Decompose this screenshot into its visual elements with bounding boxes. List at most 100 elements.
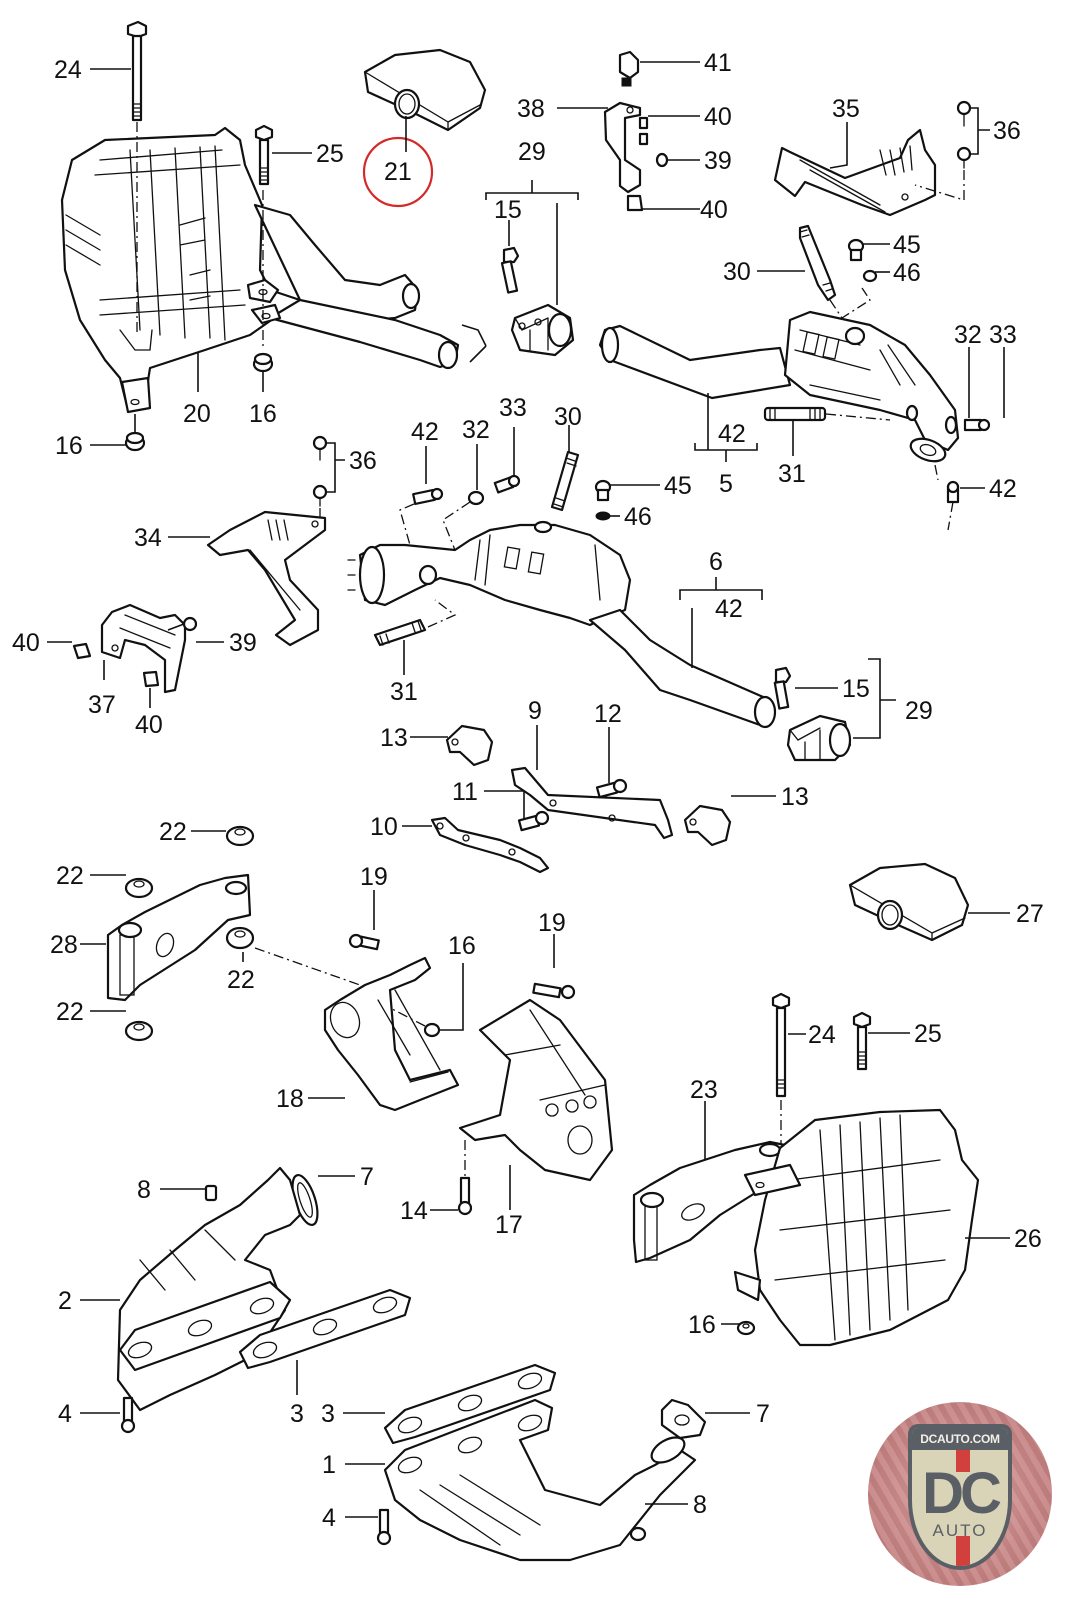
clip-40-mid-left	[72, 642, 92, 660]
logo-stripe-bottom	[956, 1536, 970, 1566]
callout-10: 10	[370, 813, 398, 841]
front-pipe-5	[598, 324, 792, 400]
callout-26: 26	[1014, 1225, 1042, 1253]
callout-31: 31	[390, 678, 418, 706]
washer-39-mid	[182, 616, 198, 632]
callout-22: 22	[159, 818, 187, 846]
callout-15: 15	[842, 675, 870, 703]
callout-33: 33	[499, 394, 527, 422]
callout-40: 40	[12, 629, 40, 657]
callout-8: 8	[693, 1491, 707, 1519]
callout-31: 31	[778, 460, 806, 488]
bracket-38	[603, 101, 649, 194]
bolt-12	[595, 778, 628, 799]
bolt-24-lower	[771, 992, 791, 1098]
nut-16-upper	[252, 352, 274, 373]
stud-30-mid	[550, 450, 580, 512]
bracket-17	[458, 998, 614, 1182]
callout-39: 39	[229, 629, 257, 657]
clamp-13-left	[445, 724, 494, 767]
callout-22: 22	[56, 998, 84, 1026]
nut-16-mid	[423, 1022, 441, 1038]
callout-5: 5	[719, 470, 733, 498]
bolt-24	[126, 20, 148, 122]
callout-13: 13	[781, 783, 809, 811]
sensor-41	[618, 50, 640, 87]
callout-23: 23	[690, 1076, 718, 1104]
bracket-9	[510, 766, 674, 840]
bolt-42-top	[946, 480, 960, 504]
catalytic-converter-6	[347, 520, 777, 729]
callout-14: 14	[400, 1197, 428, 1225]
clamp-29-upper	[500, 246, 575, 357]
clamp-29-lower	[773, 666, 852, 762]
bracket-18	[323, 956, 460, 1112]
callout-45: 45	[664, 472, 692, 500]
callout-2: 2	[58, 1287, 72, 1315]
stud-31-mid	[373, 618, 427, 647]
callout-22: 22	[56, 862, 84, 890]
callout-41: 41	[704, 49, 732, 77]
highlight-circle-21	[362, 136, 434, 208]
washer-32-top	[944, 415, 958, 435]
callout-8: 8	[137, 1176, 151, 1204]
bracket-37	[100, 603, 187, 694]
clamp-13-right	[683, 804, 732, 847]
screw-36-mid-b	[312, 484, 328, 507]
callout-13: 13	[380, 724, 408, 752]
callout-6: 6	[709, 548, 723, 576]
gasket-7-lower	[660, 1398, 707, 1440]
callout-45: 45	[893, 231, 921, 259]
stud-31-top	[763, 406, 827, 422]
logo-shield: DCAUTO.COM DC AUTO	[908, 1424, 1012, 1570]
callout-17: 17	[495, 1211, 523, 1239]
callout-4: 4	[322, 1504, 336, 1532]
callout-24: 24	[54, 56, 82, 84]
callout-19: 19	[360, 863, 388, 891]
callout-11: 11	[452, 778, 478, 806]
callout-9: 9	[528, 697, 542, 725]
callout-16: 16	[688, 1311, 716, 1339]
exhaust-manifold-2	[116, 1166, 302, 1412]
rubber-mount-22-a	[225, 825, 255, 847]
callout-42: 42	[411, 418, 439, 446]
rubber-mount-22-d	[124, 1020, 154, 1042]
callout-20: 20	[183, 400, 211, 428]
screw-36-mid-a	[312, 435, 328, 461]
callout-32: 32	[954, 321, 982, 349]
callout-18: 18	[276, 1085, 304, 1113]
callout-27: 27	[1016, 900, 1044, 928]
callout-3: 3	[290, 1400, 304, 1428]
callout-34: 34	[134, 524, 162, 552]
catalytic-converter-5	[783, 310, 960, 463]
callout-24: 24	[808, 1021, 836, 1049]
nut-16-lower	[736, 1320, 756, 1336]
seal-46-mid	[595, 511, 611, 521]
bolt-33-top	[963, 418, 991, 432]
bolt-33-mid	[493, 474, 521, 494]
callout-16: 16	[448, 932, 476, 960]
nut-8-upper	[204, 1184, 218, 1202]
callout-38: 38	[517, 95, 545, 123]
muffler-20	[60, 126, 460, 414]
callout-37: 37	[88, 691, 116, 719]
gasket-3-upper	[238, 1288, 412, 1370]
bolt-25	[254, 124, 274, 186]
callout-21: 21	[384, 158, 412, 186]
callout-40: 40	[135, 711, 163, 739]
muffler-26	[733, 1108, 980, 1347]
bolt-19-left	[348, 933, 380, 951]
screw-36-top-b	[956, 146, 972, 169]
dcauto-logo: DCAUTO.COM DC AUTO	[868, 1402, 1052, 1586]
bracket-35	[773, 128, 937, 217]
callout-36: 36	[993, 117, 1021, 145]
logo-site-text: DCAUTO.COM	[912, 1428, 1008, 1450]
leader-lines	[47, 61, 1010, 1518]
bolt-14	[457, 1176, 473, 1216]
callout-labels: 24 25 21 20 16 16 29 15 41 38 40 39 40 3…	[12, 49, 1044, 1532]
exhaust-manifold-1	[383, 1398, 697, 1562]
tailpipe-trim-21	[363, 48, 487, 132]
nut-16-left	[124, 431, 146, 452]
callout-29: 29	[518, 138, 546, 166]
callout-7: 7	[360, 1163, 374, 1191]
